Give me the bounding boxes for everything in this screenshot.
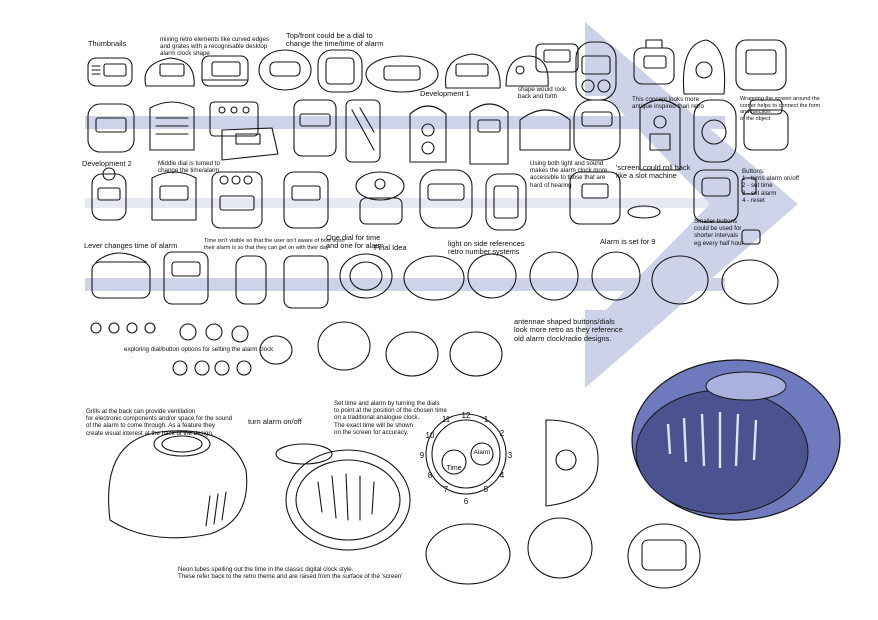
dial-time-label: Time	[446, 465, 461, 472]
mixing-retro-note: mixing retro elements like curved edges …	[160, 36, 270, 58]
light-side-note: light on side references retro number sy…	[448, 239, 525, 257]
turn-alarm-note: turn alarm on/off	[248, 417, 302, 426]
dial-alarm-label: Alarm	[474, 449, 491, 456]
dial-number: 6	[464, 497, 469, 506]
dial-number: 12	[462, 411, 471, 420]
dial-number: 3	[508, 451, 513, 460]
small-views	[425, 517, 701, 589]
slot-machine-note: 'screen' could roll back like a slot mac…	[616, 163, 691, 181]
time-visible-note: Time isn't visible so that the user isn'…	[204, 238, 345, 251]
neon-tubes-note: Neon tubes spelling out the time in the …	[178, 566, 403, 581]
exploring-dial-note: exploring dial/button options for settin…	[124, 346, 274, 353]
background-arrow	[85, 22, 798, 388]
side-view-sketch	[545, 419, 599, 507]
development-1-label: Development 1	[420, 89, 470, 98]
thumbnail-row-4	[91, 251, 779, 309]
shape-rock-note: shape would rock back and forth	[518, 86, 567, 101]
alarm-dial-diagram	[425, 413, 507, 495]
top-front-dial-note: Top/front could be a dial to change the …	[286, 31, 384, 49]
dial-number: 11	[442, 415, 451, 424]
middle-dial-note: Middle dial is turned to change the time…	[158, 160, 220, 175]
dial-number: 5	[484, 485, 489, 494]
dial-number: 1	[484, 415, 489, 424]
dial-number: 7	[444, 485, 449, 494]
smaller-buttons-note: Smaller buttons could be used for shorte…	[694, 218, 744, 247]
antique-note: This concept looks more antique inspired…	[632, 96, 704, 111]
one-dial-note: One dial for time and one for alarm	[326, 233, 384, 251]
final-idea-label: Final Idea	[374, 243, 407, 252]
alarm-set-9-note: Alarm is set for 9	[600, 237, 656, 246]
back-view-sketch	[108, 430, 248, 539]
dial-numbers: 12 1 2 3 4 5 6 7 8 9 10 11 Time Alarm	[420, 411, 513, 506]
final-render	[631, 359, 841, 521]
light-sound-note: Using both light and sound makes the ala…	[530, 160, 608, 189]
dial-number: 8	[428, 471, 433, 480]
dial-number: 10	[426, 431, 435, 440]
antennae-note: antennae shaped buttons/dials look more …	[514, 317, 623, 343]
thumbnail-row-5	[90, 321, 503, 377]
buttons-note: Buttons: 1 - turns alarm on/off 2 - set …	[742, 168, 799, 204]
development-2-label: Development 2	[82, 159, 132, 168]
dial-number: 9	[420, 451, 425, 460]
thumbnail-row-1	[87, 39, 787, 101]
thumbnail-row-2	[87, 99, 789, 171]
thumbnail-row-3	[91, 167, 761, 245]
wrapping-screen-note: Wrapping the screen around the corner he…	[740, 96, 821, 122]
set-time-alarm-note: Set time and alarm by turning the dials …	[334, 400, 447, 436]
front-view-sketch	[275, 443, 411, 551]
lever-note: Lever changes time of alarm	[84, 241, 178, 250]
thumbnails-label: Thumbnails	[88, 39, 127, 48]
dial-number: 4	[500, 471, 505, 480]
grills-note: Grills at the back can provide ventilati…	[86, 408, 233, 437]
dial-number: 2	[500, 429, 505, 438]
